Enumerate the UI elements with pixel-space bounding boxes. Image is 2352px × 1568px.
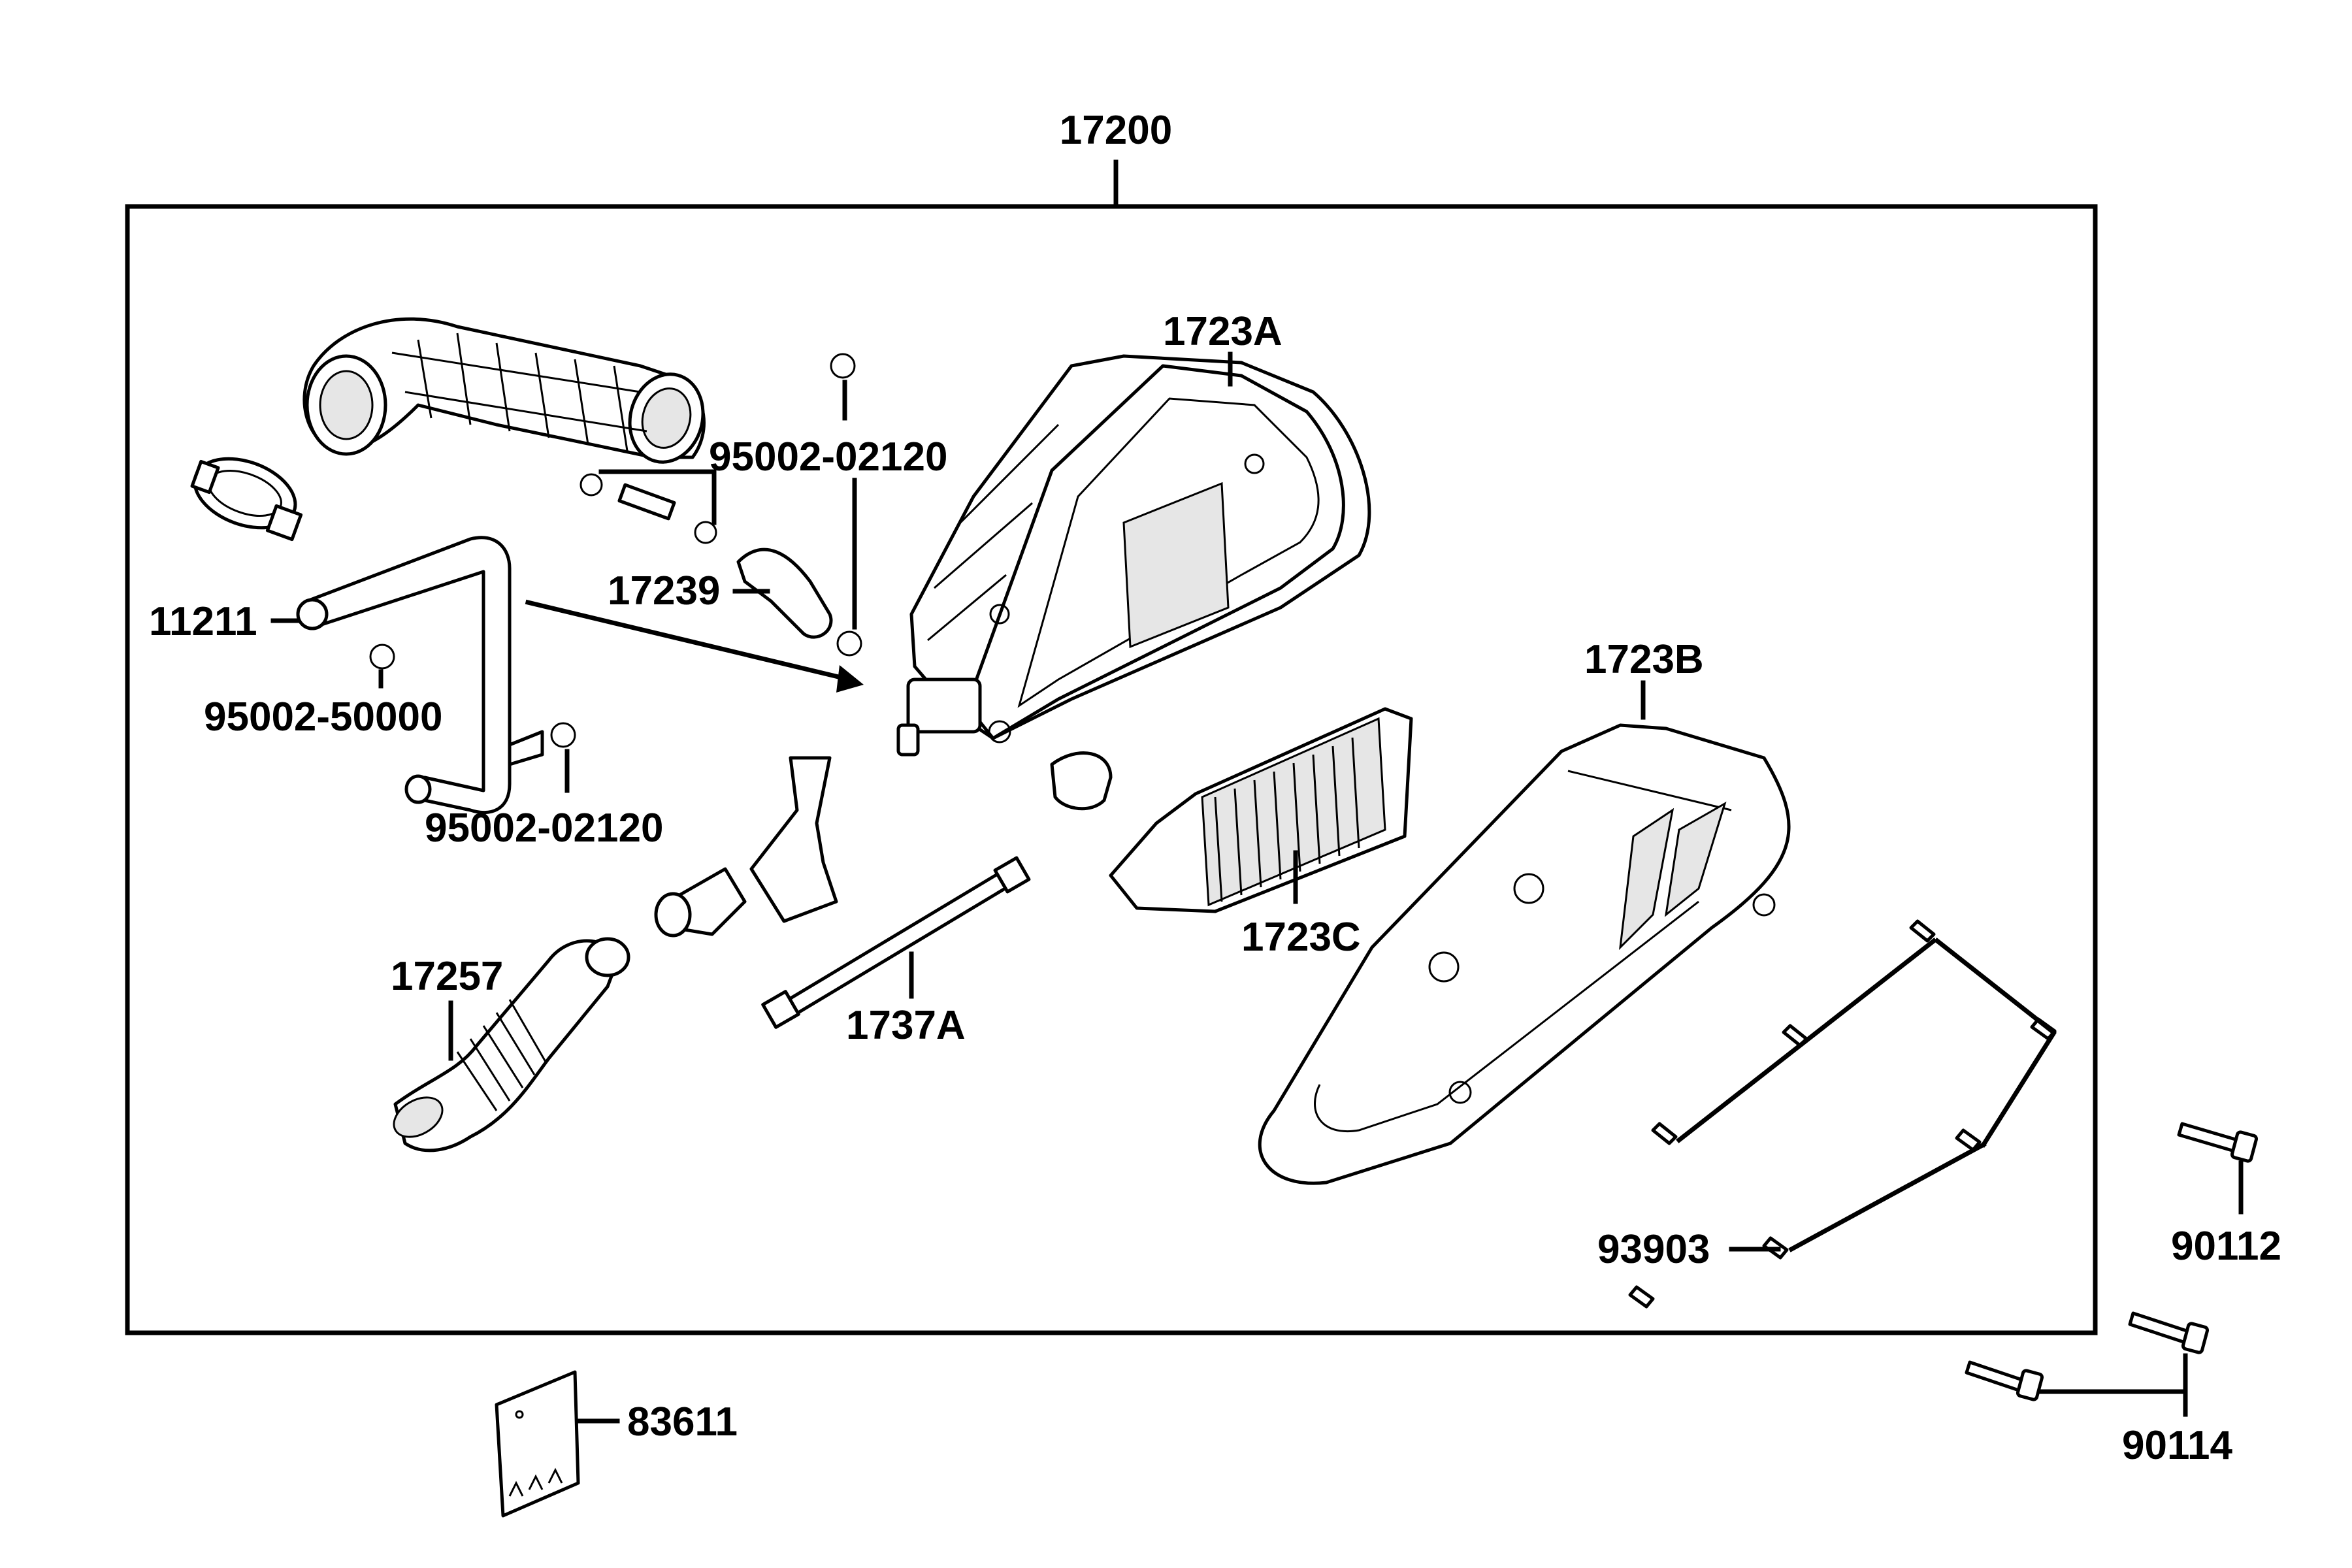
callout-93903: 93903 [1597, 1227, 1710, 1272]
callout-83611: 83611 [627, 1399, 738, 1445]
duct-hose [393, 937, 630, 1152]
small-hose [736, 547, 833, 639]
callout-1723B: 1723B [1584, 637, 1704, 682]
callout-11211: 11211 [149, 599, 257, 644]
callout-95002-50000: 95002-50000 [204, 694, 442, 740]
callout-95002-02120-bottom: 95002-02120 [425, 806, 663, 851]
assembly-arrow [525, 599, 864, 693]
callout-17257: 17257 [391, 954, 503, 999]
intake-duct [302, 317, 706, 464]
intake-bracket [654, 756, 838, 938]
assembly-frame [125, 204, 2098, 1335]
callout-90112: 90112 [2171, 1224, 2281, 1269]
callout-90114: 90114 [2122, 1423, 2233, 1468]
fitting-leader [598, 469, 717, 525]
screw-leaders [1676, 938, 2057, 1252]
clip-small-icon [369, 644, 395, 670]
hose-band [190, 457, 303, 542]
lower-case [1258, 723, 1791, 1185]
breather-tube [296, 536, 544, 815]
small-fitting [580, 473, 717, 544]
callout-17200: 17200 [1060, 108, 1172, 153]
drain-tube [761, 856, 1031, 1029]
clamp-top-icon [830, 353, 862, 657]
callout-1723A: 1723A [1163, 309, 1282, 354]
small-gasket [1050, 751, 1113, 811]
callout-17239: 17239 [608, 568, 720, 613]
callout-95002-02120-top: 95002-02120 [709, 434, 947, 480]
upper-case [896, 354, 1371, 757]
bolt-pair-icon [1965, 1311, 2210, 1401]
label-card-icon [495, 1370, 580, 1518]
callout-1737A: 1737A [846, 1003, 966, 1048]
air-filter-element [1109, 707, 1413, 913]
bolt-pair-leader [2039, 1353, 2188, 1417]
clip-lower-icon [550, 722, 576, 748]
callout-1723C: 1723C [1241, 915, 1361, 960]
bolt-single-icon [2177, 1122, 2259, 1163]
